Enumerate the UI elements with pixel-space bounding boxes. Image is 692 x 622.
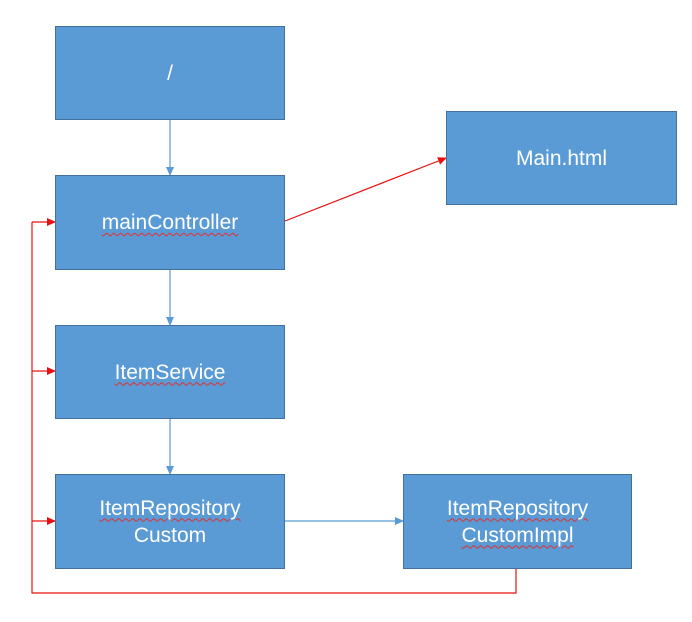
item-repository-custom-impl-label-line1: ItemRepository	[446, 496, 589, 520]
item-repository-custom-impl-label-line2: CustomImpl	[461, 523, 574, 547]
main-controller-node: mainController	[55, 175, 285, 270]
main-html-node: Main.html	[446, 111, 677, 205]
main-controller-label: mainController	[101, 211, 239, 234]
item-repository-custom-impl-node: ItemRepository CustomImpl	[403, 474, 632, 569]
item-repository-custom-label-line1: ItemRepository	[99, 496, 241, 520]
main-html-label: Main.html	[515, 146, 608, 170]
root-node-label: /	[167, 61, 173, 85]
root-node: /	[55, 26, 285, 120]
item-repository-custom-node: ItemRepository Custom	[55, 474, 285, 569]
item-service-label: ItemService	[114, 360, 226, 384]
return-path-from-repo-impl	[31, 222, 517, 594]
arrow-controller-to-main-html	[284, 157, 447, 222]
item-service-node: ItemService	[55, 325, 285, 419]
item-repository-custom-label-line2: Custom	[133, 523, 207, 547]
